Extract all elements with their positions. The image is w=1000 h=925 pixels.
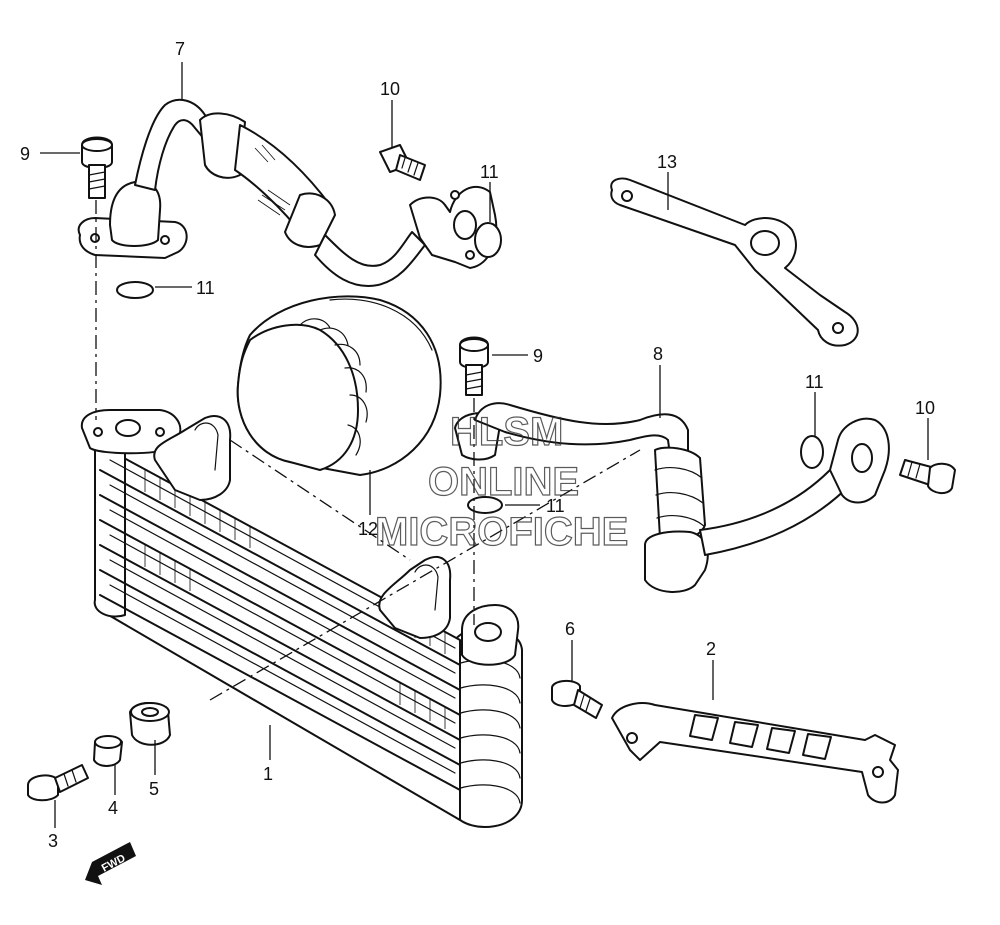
callout-7: 7	[175, 39, 185, 59]
callout-numbers: 7 10 9 11 11 13 9 8 11 10 12 11 6 2 1 5 …	[20, 39, 935, 851]
bolt-part-3[interactable]	[27, 764, 89, 802]
forward-arrow-icon: FWD	[85, 842, 136, 885]
bracket-part-2[interactable]	[611, 702, 899, 804]
callout-12: 12	[358, 519, 378, 539]
fwd-label: FWD	[100, 852, 128, 874]
callout-10-upper: 10	[380, 79, 400, 99]
hose-braid-hatching	[254, 144, 291, 216]
callout-11-upper-right: 11	[480, 162, 499, 182]
o-ring-part-11-d[interactable]	[467, 496, 503, 514]
callout-11-right: 11	[805, 372, 824, 392]
callout-13: 13	[657, 152, 677, 172]
watermark: HLSM ONLINE MICROFICHE	[374, 409, 629, 554]
callout-9-upper: 9	[20, 144, 30, 164]
callout-4: 4	[108, 798, 118, 818]
bolt-part-10-upper[interactable]	[379, 144, 426, 181]
callout-1: 1	[263, 764, 273, 784]
callout-8: 8	[653, 344, 663, 364]
callout-11-upper-left: 11	[196, 278, 215, 298]
oil-filter-part-12[interactable]	[236, 295, 442, 476]
callout-3: 3	[48, 831, 58, 851]
bolt-part-6[interactable]	[551, 680, 603, 719]
callout-11-center: 11	[546, 496, 565, 516]
assembly-lines	[95, 200, 641, 701]
callout-2: 2	[706, 639, 716, 659]
grommet-part-5[interactable]	[129, 702, 171, 746]
cooler-end-tank-right	[454, 626, 523, 828]
bracket-part-13[interactable]	[610, 177, 859, 347]
oil-hose-part-8[interactable]	[454, 402, 890, 593]
bolt-part-9-upper[interactable]	[81, 136, 113, 199]
callout-10-lower: 10	[915, 398, 935, 418]
o-ring-part-11-c[interactable]	[800, 435, 824, 469]
watermark-line-1: HLSM	[450, 410, 563, 454]
watermark-line-2: ONLINE	[428, 460, 579, 504]
callout-9-lower: 9	[533, 346, 543, 366]
callout-6: 6	[565, 619, 575, 639]
bolt-part-10-lower[interactable]	[899, 459, 956, 494]
collar-part-4[interactable]	[93, 735, 123, 767]
watermark-line-3: MICROFICHE	[375, 510, 628, 554]
oil-hose-part-7[interactable]	[77, 98, 498, 287]
oil-cooler-part-1[interactable]	[80, 409, 523, 828]
o-ring-part-11-b[interactable]	[474, 222, 502, 258]
leader-lines	[40, 62, 929, 828]
o-ring-part-11-a[interactable]	[116, 281, 154, 299]
bolt-part-9-lower[interactable]	[459, 336, 489, 396]
callout-5: 5	[149, 779, 159, 799]
